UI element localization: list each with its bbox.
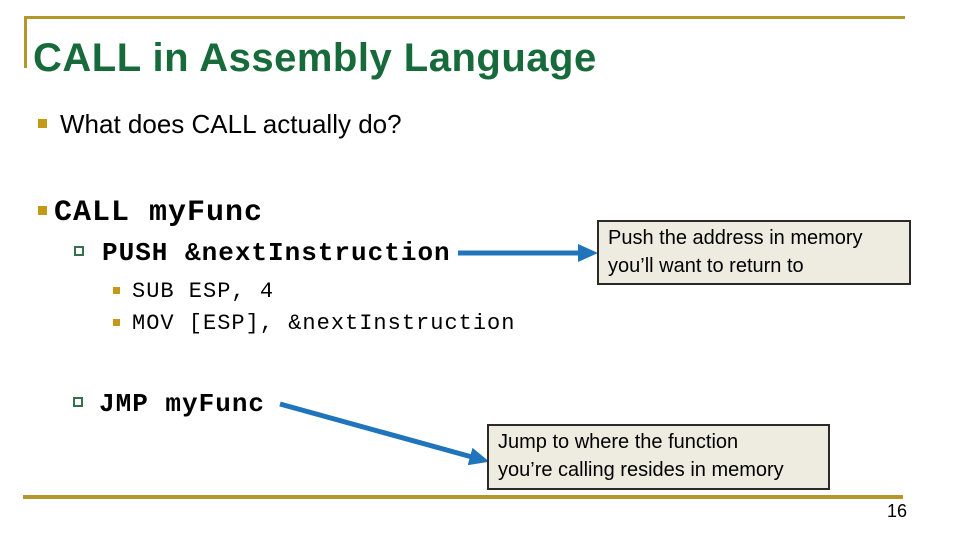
title-left-gold-rule — [24, 16, 27, 68]
bullet-question-text: What does CALL actually do? — [60, 109, 402, 139]
bullet-hollow-square-icon — [74, 246, 84, 256]
bullet-square-icon — [113, 287, 120, 294]
code-sub-line: SUB ESP, 4 — [132, 279, 275, 304]
callout-line: you’ll want to return to — [608, 255, 804, 277]
bullet-square-icon — [38, 119, 47, 128]
bullet-square-icon — [38, 206, 47, 215]
code-jmp-line: JMP myFunc — [99, 389, 266, 419]
slide-title: CALL in Assembly Language — [33, 36, 597, 80]
bottom-gold-rule — [23, 495, 903, 499]
arrow-jmp-to-callout-icon — [279, 401, 490, 466]
code-mov-line: MOV [ESP], &nextInstruction — [132, 311, 516, 336]
code-push-line: PUSH &nextInstruction — [102, 238, 451, 268]
code-call-line: CALL myFunc — [54, 196, 264, 230]
callout-line: you’re calling resides in memory — [498, 459, 784, 481]
bullet-hollow-square-icon — [73, 397, 83, 407]
callout-line: Push the address in memory — [608, 227, 863, 249]
callout-line: Jump to where the function — [498, 431, 739, 453]
page-number: 16 — [886, 501, 907, 521]
callout-push-explanation: Push the address in memory you’ll want t… — [597, 220, 911, 285]
top-gold-rule — [24, 16, 905, 19]
bullet-square-icon — [113, 319, 120, 326]
callout-jmp-explanation: Jump to where the function you’re callin… — [487, 424, 830, 490]
